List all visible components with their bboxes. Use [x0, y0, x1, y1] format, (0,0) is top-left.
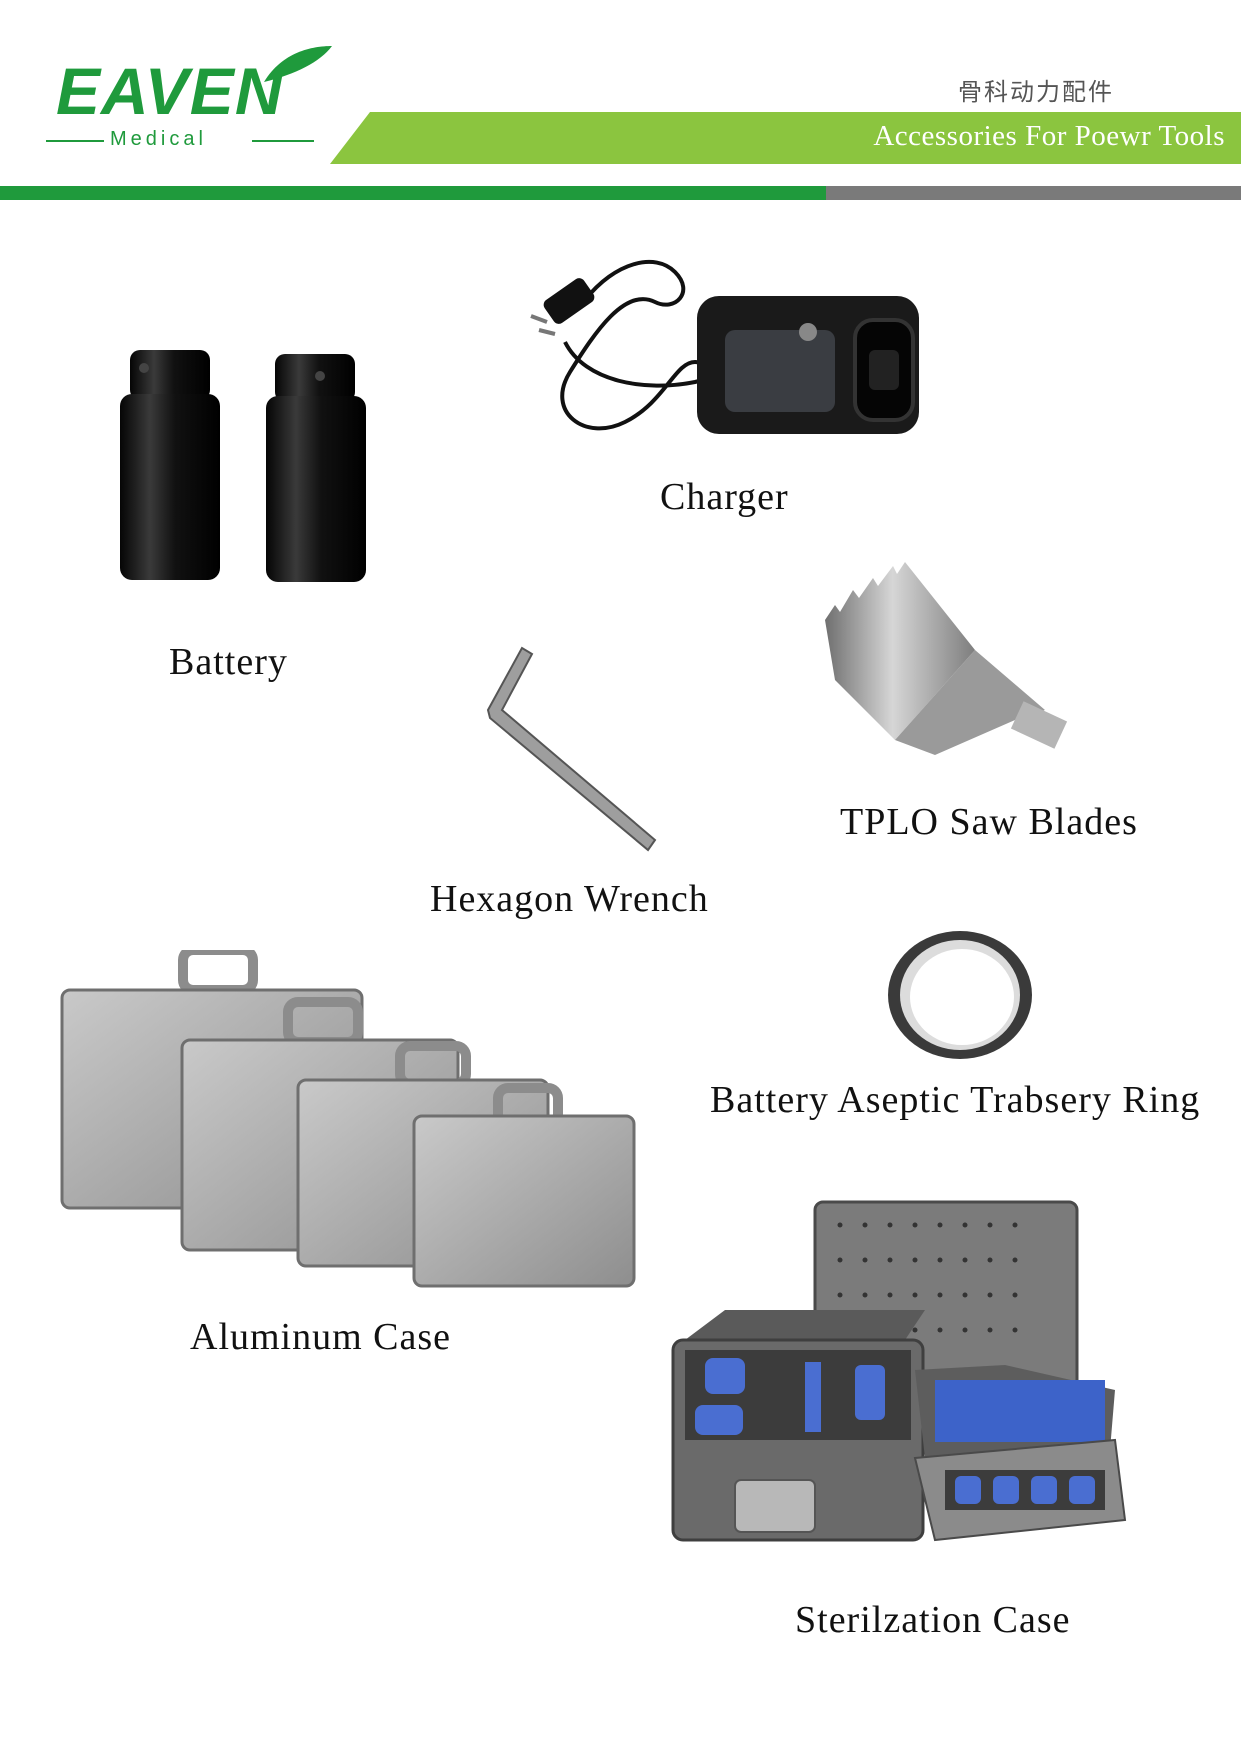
logo-rule-right [252, 140, 314, 142]
divider-green [0, 186, 826, 200]
product-label: TPLO Saw Blades [840, 801, 1138, 843]
brand-subtitle: Medical [110, 128, 207, 150]
title-band [330, 112, 1241, 164]
saw-blade-icon [825, 562, 1068, 755]
sterilization-case-icon [671, 1200, 1127, 1542]
divider-gray [826, 186, 1241, 200]
charger-icon [530, 259, 919, 434]
product-label: Battery Aseptic Trabsery Ring [710, 1079, 1201, 1121]
battery-icon [120, 350, 366, 582]
product-label: Aluminum Case [190, 1316, 452, 1358]
leaf-icon [264, 46, 332, 82]
title-english: Accessories For Poewr Tools [873, 120, 1225, 152]
product-label: Sterilzation Case [795, 1599, 1071, 1641]
product-label: Battery [169, 641, 288, 683]
brand-logo: EAVEN [56, 54, 284, 128]
product-label: Charger [660, 476, 789, 518]
title-chinese: 骨科动力配件 [958, 78, 1114, 106]
logo-rule-left [46, 140, 104, 142]
aluminum-case-icon [60, 950, 636, 1288]
ring-icon [888, 931, 1032, 1059]
hex-wrench-icon [486, 646, 657, 852]
product-label: Hexagon Wrench [430, 878, 709, 920]
